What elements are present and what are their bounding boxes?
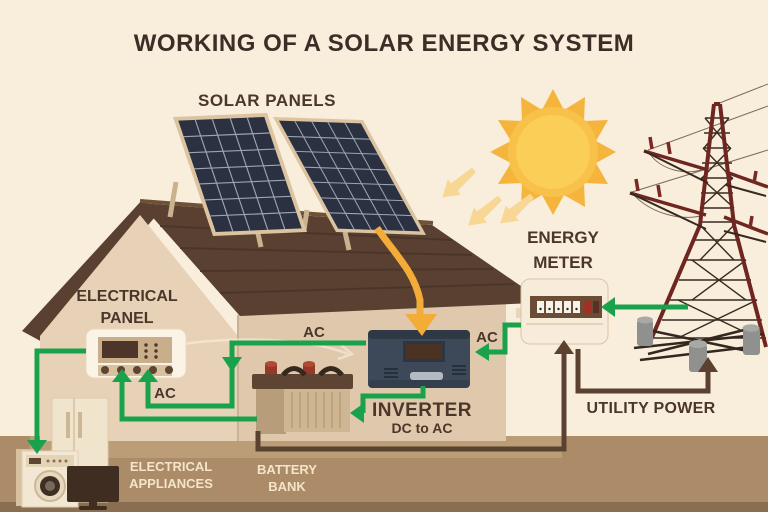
- tower-footings: [637, 316, 760, 372]
- ac-label-inverter: AC: [476, 329, 498, 346]
- electrical-panel-icon: [85, 328, 187, 379]
- sunlight-arrows-icon: [442, 167, 534, 226]
- roof-left-slope: [22, 199, 155, 344]
- solar-panel-2: [273, 117, 426, 236]
- page-title: WORKING OF A SOLAR ENERGY SYSTEM: [133, 30, 635, 57]
- ac-wire-arrowheads: [27, 297, 615, 454]
- inverter-label: INVERTER: [371, 400, 473, 421]
- battery-bank-icon: [252, 361, 353, 434]
- utility-wire-arrowheads: [554, 340, 718, 372]
- ac-label-battery: AC: [303, 324, 325, 341]
- meter-display: [537, 301, 599, 313]
- tv-icon: [67, 466, 119, 510]
- solar-panels-label: SOLAR PANELS: [198, 91, 336, 110]
- inverter-icon: [368, 330, 470, 388]
- inverter-sublabel: DC to AC: [391, 420, 453, 436]
- electrical-appliances-icon: [16, 397, 119, 510]
- solar-panel-1: [173, 112, 308, 236]
- ac-label-panel: AC: [154, 385, 176, 402]
- energy-meter-label: ENERGY METER: [527, 228, 599, 272]
- battery-bank-label: BATTERY BANK: [257, 462, 317, 494]
- solar-panels-icon: [167, 112, 426, 251]
- transmission-tower-icon: [629, 83, 768, 372]
- electrical-appliances-label: ELECTRICAL APPLIANCES: [129, 459, 213, 491]
- gable-wall: [40, 215, 238, 441]
- electrical-panel-label: ELECTRICAL PANEL: [76, 288, 178, 327]
- utility-wires-brown: [255, 349, 711, 452]
- utility-power-label: UTILITY POWER: [586, 400, 716, 417]
- sun-icon: [490, 89, 616, 215]
- dc-cable-arrow: [374, 225, 437, 336]
- energy-meter-icon: [516, 278, 609, 345]
